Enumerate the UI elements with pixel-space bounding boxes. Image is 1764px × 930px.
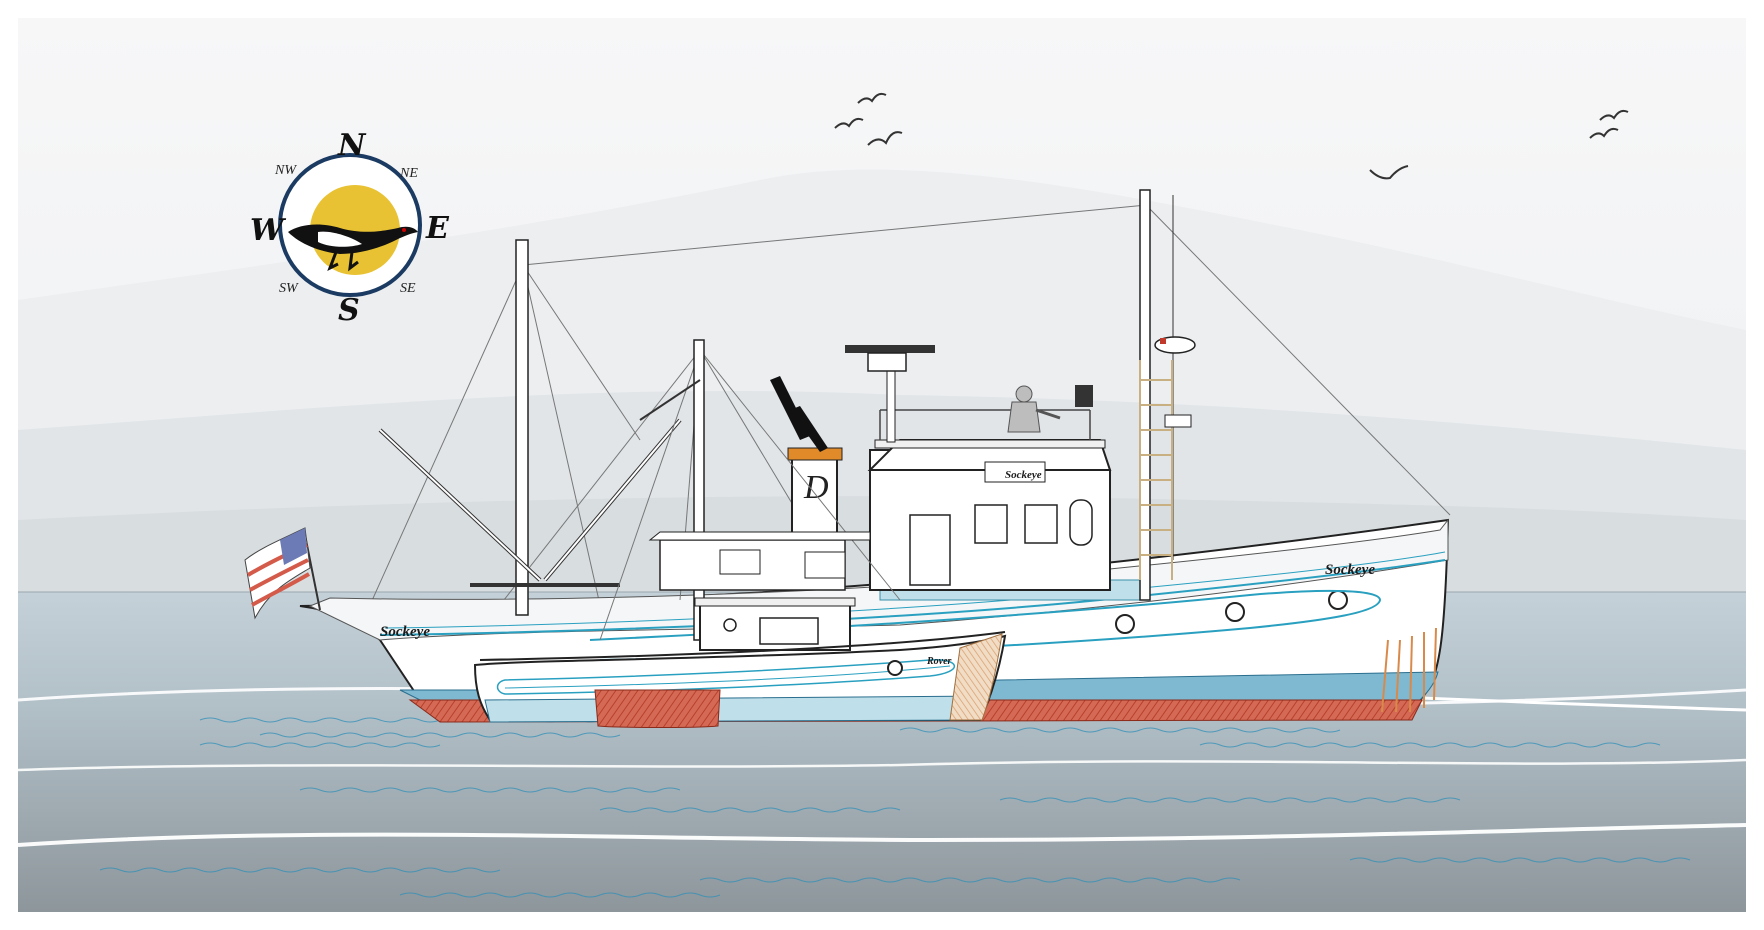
large-bow-name: Sockeye	[1325, 562, 1375, 578]
compass-w: W	[250, 213, 287, 248]
compass-nw: NW	[274, 163, 297, 178]
svg-text:D: D	[803, 469, 829, 506]
seagull-icon	[834, 92, 1629, 180]
helmsman	[1007, 385, 1061, 433]
compass-ne: NE	[399, 166, 418, 181]
us-flag-icon	[244, 527, 321, 620]
compass-rose-icon: N S E W NW NE SW SE	[250, 128, 450, 328]
loon-bird-icon	[288, 224, 418, 272]
small-hull-name: Rover	[926, 656, 952, 667]
porthole	[887, 660, 903, 676]
small-troller: Rover	[473, 339, 1007, 728]
compass-sw: SW	[279, 281, 299, 296]
large-hull-name: Sockeye	[380, 624, 430, 640]
aft-mast	[1139, 189, 1151, 601]
small-bottom-paint	[594, 689, 721, 728]
compass-se: SE	[400, 281, 416, 296]
forward-mast	[515, 239, 529, 616]
compass-e: E	[425, 211, 450, 246]
compass-n: N	[337, 128, 367, 163]
large-cabin-name: Sockeye	[1005, 469, 1042, 481]
compass-s: S	[338, 293, 360, 328]
